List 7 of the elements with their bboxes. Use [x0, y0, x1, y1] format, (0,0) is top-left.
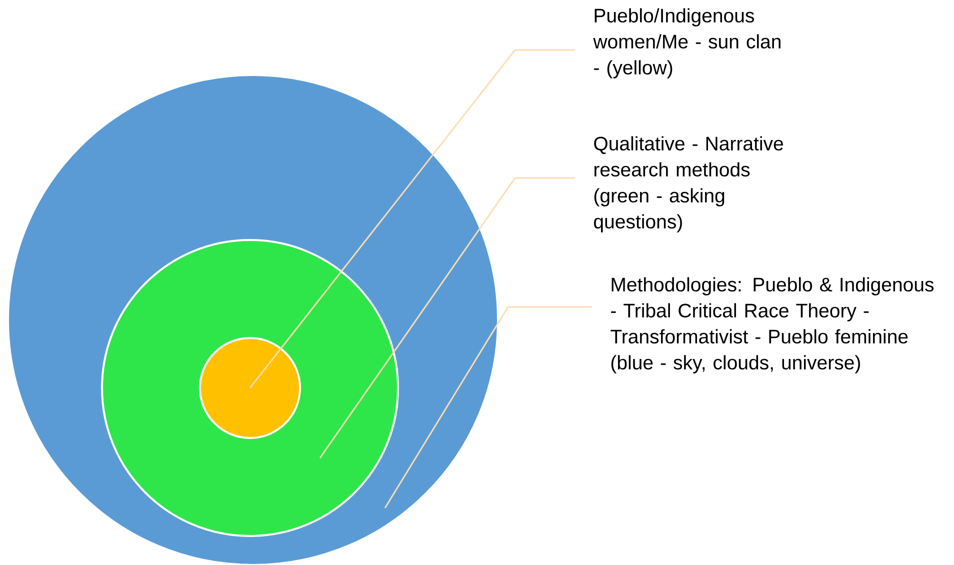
leader-line	[319, 177, 575, 458]
label-text: Qualitative - Narrative research methods (green - asking questions)	[594, 136, 784, 232]
leader-line	[384, 306, 592, 508]
label-text: Pueblo/Indigenous women/Me - sun clan - (yellow)	[593, 8, 780, 78]
leader-line	[249, 49, 575, 388]
label-text: Methodologies: Pueblo & Indigenous - Tribal Critical Race Theory - Transformativist - Pueblo feminine (blue - sky, clouds, universe)	[610, 277, 934, 374]
circle	[199, 336, 301, 439]
